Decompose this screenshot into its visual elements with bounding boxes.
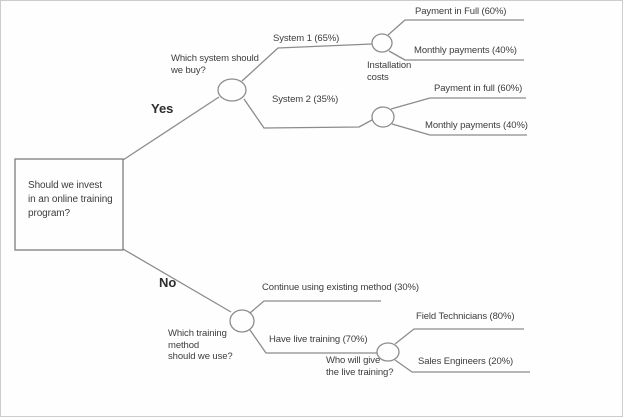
- outcome-label-monthly-sys1: Monthly payments (40%): [414, 45, 517, 56]
- branch-line-payment-full-sys2: [390, 97, 526, 110]
- node-label-who-will-give: Who will give the live training?: [326, 355, 394, 378]
- branch-label-continue-existing: Continue using existing method (30%): [262, 282, 419, 293]
- branch-label-system2: System 2 (35%): [272, 94, 339, 105]
- node-label-installation-costs: Installation costs: [367, 60, 412, 83]
- branch-line-sales-engineers: [394, 359, 530, 373]
- branch-line-no: [122, 248, 232, 313]
- branch-line-system1: [241, 43, 373, 82]
- branch-line-have-live: [249, 329, 377, 354]
- branch-line-continue-existing: [249, 300, 381, 314]
- node-label-which-system: Which system should we buy?: [171, 53, 259, 76]
- branch-label-yes: Yes: [151, 101, 174, 116]
- chance-node-installation-sys1: [371, 33, 393, 53]
- root-decision-box: [14, 158, 124, 251]
- branch-line-field-technicians: [394, 328, 524, 345]
- branch-label-system1: System 1 (65%): [273, 33, 340, 44]
- branch-line-system2: [243, 98, 373, 129]
- root-decision-label: Should we invest in an online training p…: [28, 180, 113, 219]
- outcome-label-sales-engineers: Sales Engineers (20%): [418, 356, 514, 367]
- chance-node-installation-sys2: [371, 106, 395, 128]
- branch-line-monthly-sys2: [391, 123, 527, 136]
- branch-line-payment-full-sys1: [387, 19, 524, 36]
- outcome-label-payment-full-sys2: Payment in full (60%): [434, 83, 523, 94]
- decision-node-which-training: [229, 309, 255, 333]
- outcome-label-field-technicians: Field Technicians (80%): [416, 311, 515, 322]
- branch-label-no: No: [159, 275, 177, 290]
- branch-label-have-live: Have live training (70%): [269, 334, 368, 345]
- decision-node-which-system: [217, 78, 247, 102]
- outcome-label-monthly-sys2: Monthly payments (40%): [425, 120, 528, 131]
- branch-line-monthly-sys1: [388, 50, 524, 61]
- outcome-label-payment-full-sys1: Payment in Full (60%): [415, 6, 507, 17]
- node-label-which-training: Which training method should we use?: [168, 328, 233, 362]
- branch-line-yes: [122, 96, 220, 161]
- chance-node-who-will-give: [376, 342, 400, 362]
